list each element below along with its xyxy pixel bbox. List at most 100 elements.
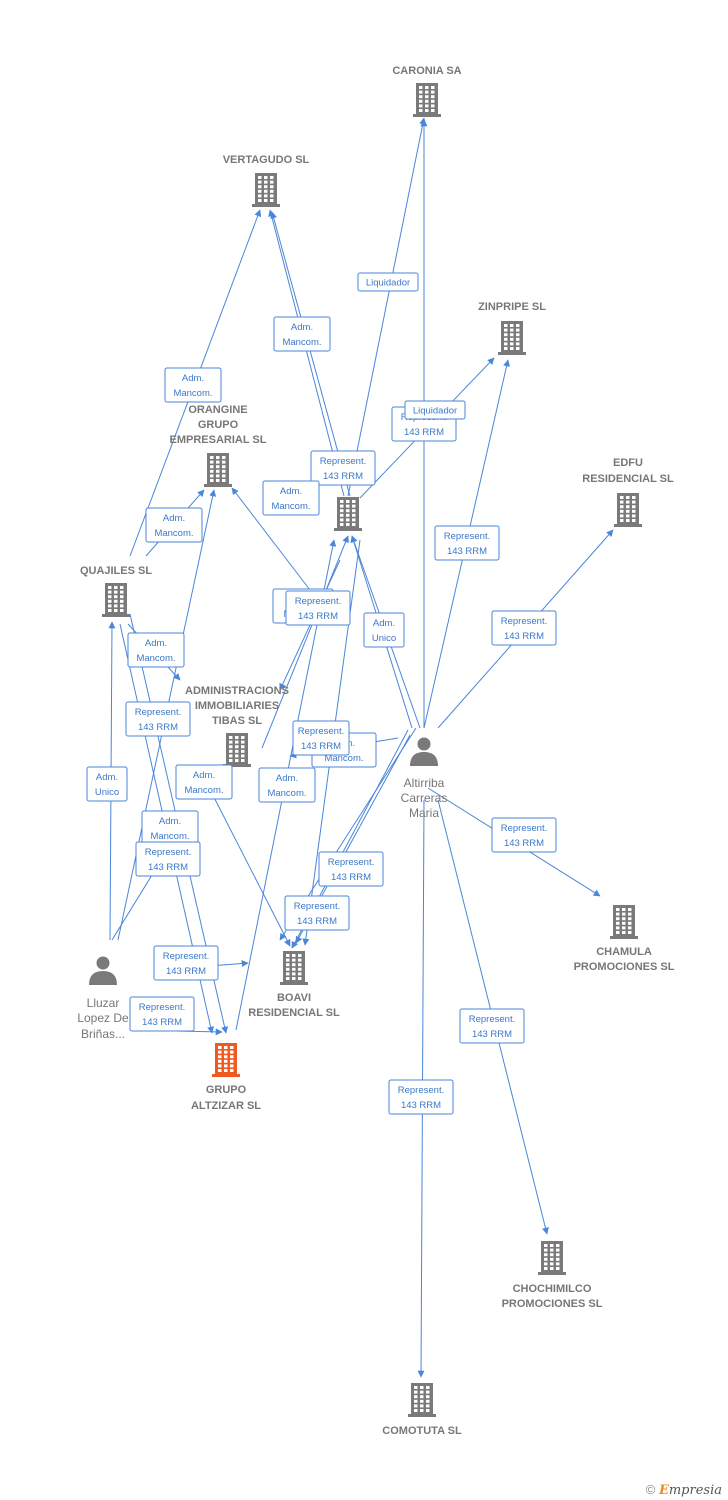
company-node-grupo[interactable]: GRUPO ALTZIZAR SL (191, 1043, 261, 1112)
edge-label-text: 143 RRM (297, 916, 337, 927)
person-name: Lopez De (77, 1011, 129, 1025)
person-name: Maria (409, 806, 439, 820)
company-name: ALTZIZAR SL (191, 1100, 261, 1112)
edge-label-text: Unico (95, 787, 119, 798)
edge-label-l21: Adm. Mancom. (141, 810, 199, 846)
company-name: GRUPO (198, 419, 239, 431)
company-name: VERTAGUDO SL (223, 154, 310, 166)
edge-label-text: Represent. (501, 823, 547, 834)
edge-label-text: 143 RRM (447, 546, 487, 557)
edge-label-text: Represent. (295, 596, 341, 607)
relation-edge (231, 487, 311, 591)
edge-label-text: Represent. (320, 456, 366, 467)
company-name: CHOCHIMILCO (513, 1283, 592, 1295)
company-name: CARONIA SA (392, 65, 461, 77)
edge-label-text: 143 RRM (401, 1100, 441, 1111)
company-node-caronia[interactable]: CARONIA SA (392, 65, 462, 117)
edge-label-text: 143 RRM (138, 722, 178, 733)
edge-label-text: Adm. (373, 618, 395, 629)
company-node-quajiles[interactable]: QUAJILES SL (80, 565, 152, 617)
edge-label-text: 143 RRM (331, 872, 371, 883)
edge-label-text: Mancom. (154, 528, 193, 539)
company-name: RESIDENCIAL SL (248, 1007, 340, 1019)
edge-label-text: Represent. (294, 901, 340, 912)
edge-label-text: Represent. (328, 857, 374, 868)
company-node-zinpripe[interactable]: ZINPRIPE SL (478, 301, 546, 355)
edge-label-text: Represent. (469, 1014, 515, 1025)
edge-label-l28: Represent. 143 RRM (459, 1008, 525, 1044)
footer-brand[interactable]: © Empresia (646, 1482, 722, 1498)
company-name: ORANGINE (188, 404, 247, 416)
edge-label-l8: Adm. Mancom. (145, 507, 203, 543)
company-node-comotuta[interactable]: COMOTUTA SL (382, 1383, 462, 1437)
edge-label-text: Adm. (182, 373, 204, 384)
person-icon (410, 737, 438, 766)
edge-label-l7: Adm.Mancom. (262, 480, 320, 516)
company-name: ZINPRIPE SL (478, 301, 546, 313)
person-icon (89, 956, 117, 985)
edge-label-l5: Liquidador (404, 400, 466, 420)
company-node-center[interactable] (334, 497, 362, 531)
edge-label-text: Mancom. (282, 337, 321, 348)
edge-label-l11: Represent. 143 RRM (285, 590, 351, 626)
building-icon (223, 733, 251, 767)
edge-label-text: Represent. (398, 1085, 444, 1096)
edge-label-text: Represent. (501, 616, 547, 627)
company-name: GRUPO (206, 1084, 247, 1096)
empresia-logo: Empresia (658, 1483, 722, 1498)
building-icon (204, 453, 232, 487)
building-icon (498, 321, 526, 355)
edge-label-text: 143 RRM (472, 1029, 512, 1040)
building-icon (280, 951, 308, 985)
edge-label-l29: Represent. 143 RRM (388, 1079, 454, 1115)
edge-label-text: Mancom. (267, 788, 306, 799)
building-icon (610, 905, 638, 939)
company-name: COMOTUTA SL (382, 1425, 462, 1437)
edge-label-text: 143 RRM (404, 427, 444, 438)
company-name: IMMOBILIARIES (195, 700, 279, 712)
edge-label-text: Represent. (135, 707, 181, 718)
person-name: Carreras (401, 791, 448, 805)
edge-label-text: Represent. (298, 726, 344, 737)
edge-label-text: Mancom. (150, 831, 189, 842)
edge-label-text: Represent. (139, 1002, 185, 1013)
edge-label-l13: Represent.143 RRM (491, 610, 557, 646)
edge-label-text: Adm. (291, 322, 313, 333)
edge-label-text: 143 RRM (301, 741, 341, 752)
edge-label-text: Adm. (193, 770, 215, 781)
edge-label-text: Mancom. (173, 388, 212, 399)
edge-label-text: 143 RRM (298, 611, 338, 622)
edge-label-l14: Adm.Mancom. (127, 632, 185, 668)
edge-label-text: Represent. (163, 951, 209, 962)
edge-label-l18: Adm.Unico (86, 766, 128, 802)
person-name: Lluzar (87, 996, 120, 1010)
building-icon (614, 493, 642, 527)
edge-label-l27: Represent. 143 RRM (129, 996, 195, 1032)
edge-label-text: Adm. (276, 773, 298, 784)
edge-label-l15: Represent. 143 RRM (125, 701, 191, 737)
edge-label-l1: Liquidador (357, 272, 419, 292)
edge-label-l19: Adm. Mancom. (175, 764, 233, 800)
edge-label-l26: Represent.143 RRM (153, 945, 219, 981)
edge-label-text: Adm. (163, 513, 185, 524)
person-name: Altirriba (404, 776, 445, 790)
company-name: TIBAS SL (212, 715, 262, 727)
building-icon (212, 1043, 240, 1077)
edge-label-text: 143 RRM (142, 1017, 182, 1028)
company-node-vertagudo[interactable]: VERTAGUDO SL (223, 154, 310, 207)
edge-label-l3: Adm. Mancom. (164, 367, 222, 403)
edge-label-text: Adm. (159, 816, 181, 827)
edge-label-text: Liquidador (413, 406, 457, 417)
copyright-symbol: © (645, 1482, 656, 1497)
edge-label-text: Adm. (280, 486, 302, 497)
edge-label-text: Mancom. (184, 785, 223, 796)
